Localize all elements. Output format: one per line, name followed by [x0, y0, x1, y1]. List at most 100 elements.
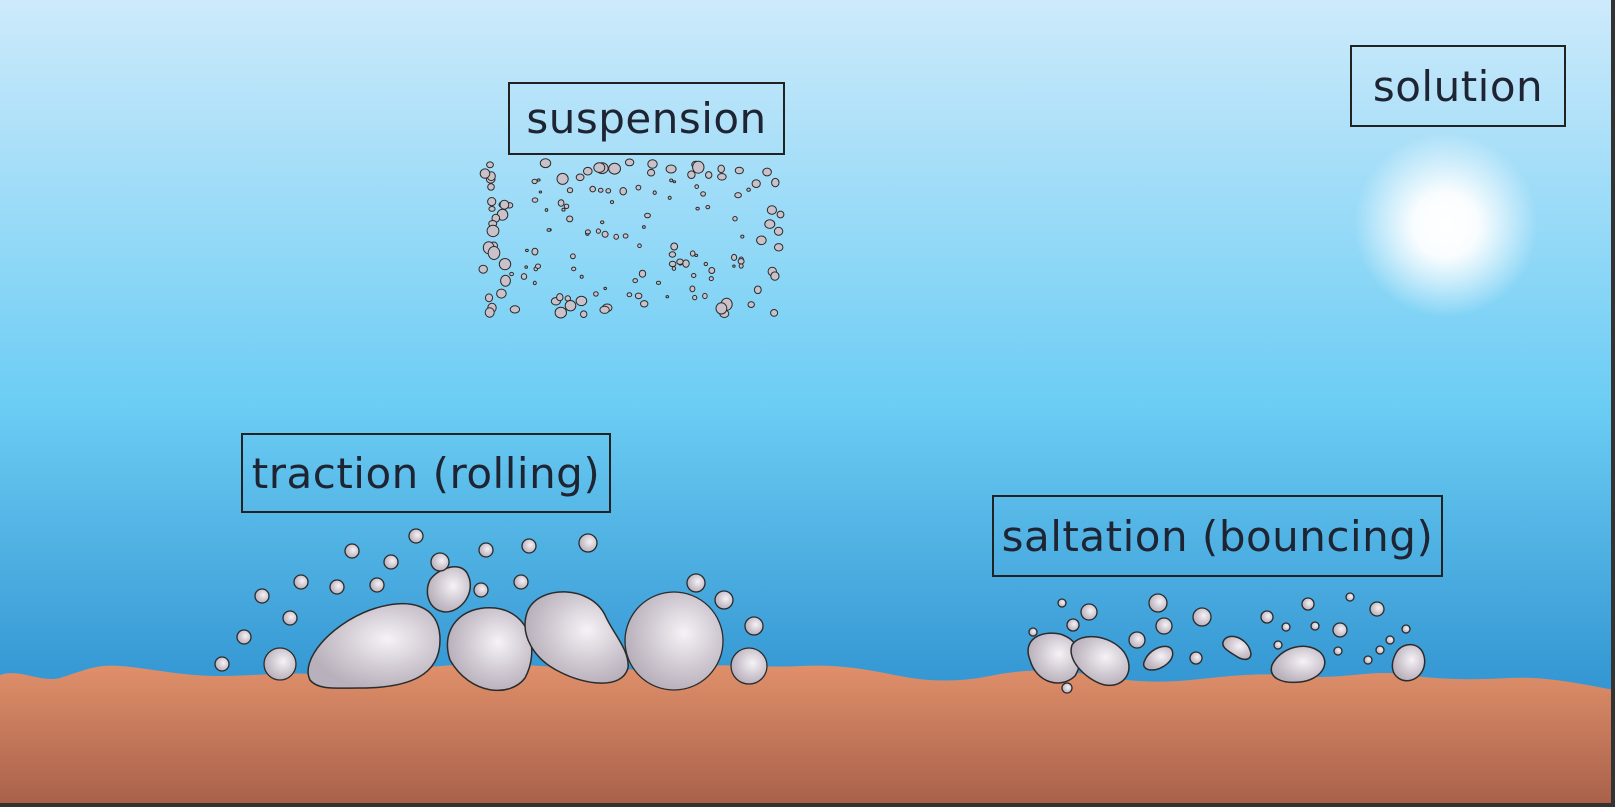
traction-grain — [513, 574, 529, 590]
suspended-grain — [564, 300, 577, 312]
suspended-grain — [557, 199, 565, 207]
traction-grain — [714, 590, 734, 610]
saltation-grain — [1066, 618, 1080, 632]
suspended-grain — [626, 292, 633, 298]
suspension-particles — [478, 158, 785, 319]
traction-pebble — [426, 566, 471, 613]
suspended-grain — [609, 200, 615, 205]
suspended-grain — [487, 246, 501, 260]
suspended-grain — [487, 183, 495, 191]
suspended-grain — [632, 278, 639, 284]
suspended-grain — [487, 197, 497, 207]
suspended-grain — [525, 248, 529, 253]
suspended-grain — [774, 243, 784, 252]
suspended-grain — [703, 261, 708, 267]
suspended-grain — [531, 247, 539, 256]
suspended-grain — [575, 295, 588, 307]
traction-grain — [329, 579, 345, 595]
saltation-grain — [1375, 645, 1385, 655]
traction-grain — [686, 573, 706, 593]
suspended-grain — [479, 168, 491, 179]
suspended-grain — [622, 233, 629, 239]
solution-label: solution — [1350, 45, 1566, 127]
suspended-grain — [766, 205, 778, 215]
suspended-grain — [605, 188, 612, 194]
suspended-grain — [539, 158, 552, 169]
saltation-grain — [1333, 646, 1343, 656]
traction-label: traction (rolling) — [241, 433, 611, 513]
saltation-grain — [1273, 640, 1283, 650]
saltation-grain — [1061, 682, 1073, 694]
traction-boulder — [624, 591, 724, 691]
suspended-grain — [484, 307, 495, 318]
saltation-grain — [1148, 593, 1168, 613]
traction-grain — [369, 577, 385, 593]
suspended-grain — [692, 294, 698, 301]
saltation-grain — [1270, 645, 1326, 684]
traction-boulder — [524, 591, 629, 684]
suspended-grain — [776, 210, 785, 219]
suspended-grain — [734, 166, 744, 175]
suspended-grain — [563, 203, 570, 210]
suspended-grain — [561, 207, 566, 212]
suspended-grain — [571, 266, 577, 272]
saltation-grain — [1310, 621, 1320, 631]
saltation-grain — [1057, 598, 1067, 608]
suspended-grain — [635, 184, 642, 191]
saltation-grain — [1142, 645, 1174, 671]
traction-grain — [521, 538, 537, 554]
suspended-grain — [732, 264, 736, 268]
traction-grain — [263, 647, 297, 681]
saltation-grain — [1345, 592, 1355, 602]
suspended-grain — [702, 292, 708, 300]
suspended-grain — [737, 258, 745, 265]
suspended-grain — [665, 164, 677, 174]
suspended-grain — [652, 190, 657, 195]
suspended-grain — [700, 191, 706, 197]
suspended-grain — [734, 192, 742, 199]
suspended-grain — [771, 177, 780, 188]
suspended-grain — [747, 301, 755, 309]
suspended-grain — [691, 273, 697, 278]
suspended-grain — [753, 285, 762, 295]
suspended-grain — [770, 309, 779, 317]
suspended-grain — [509, 305, 521, 314]
saltation-grain — [1128, 631, 1146, 649]
saltation-grain — [1332, 622, 1348, 638]
traction-grain — [254, 588, 270, 604]
suspended-grain — [762, 167, 772, 177]
suspended-grain — [687, 170, 696, 179]
suspended-grain — [566, 215, 574, 223]
saltation-grain — [1281, 622, 1291, 632]
frame-border-right — [1611, 0, 1615, 807]
traction-particles — [214, 528, 768, 692]
suspended-grain — [566, 187, 574, 194]
suspended-grain — [575, 173, 585, 182]
traction-grain — [282, 610, 298, 626]
suspended-grain — [499, 199, 510, 210]
saltation-grain — [1155, 617, 1173, 635]
saltation-grain — [1369, 601, 1385, 617]
suspended-grain — [671, 266, 677, 271]
traction-grain — [383, 554, 399, 570]
traction-grain — [344, 543, 360, 559]
suspended-grain — [637, 243, 642, 248]
saltation-grain — [1401, 624, 1411, 634]
suspended-grain — [705, 205, 711, 210]
traction-grain — [236, 629, 252, 645]
saltation-grain — [1391, 643, 1426, 682]
saltation-grain — [1080, 603, 1098, 621]
suspended-grain — [538, 190, 543, 194]
frame-border-bottom — [0, 803, 1615, 807]
saltation-particles — [1027, 592, 1426, 694]
streambed-sediment — [0, 664, 1615, 807]
traction-grain — [214, 656, 230, 672]
suspended-grain — [738, 263, 744, 269]
suspended-grain — [676, 258, 684, 265]
traction-boulder — [307, 602, 441, 689]
suspension-label: suspension — [508, 82, 785, 155]
traction-grain — [473, 582, 489, 598]
suspended-grain — [509, 271, 515, 277]
suspended-grain — [546, 228, 552, 232]
